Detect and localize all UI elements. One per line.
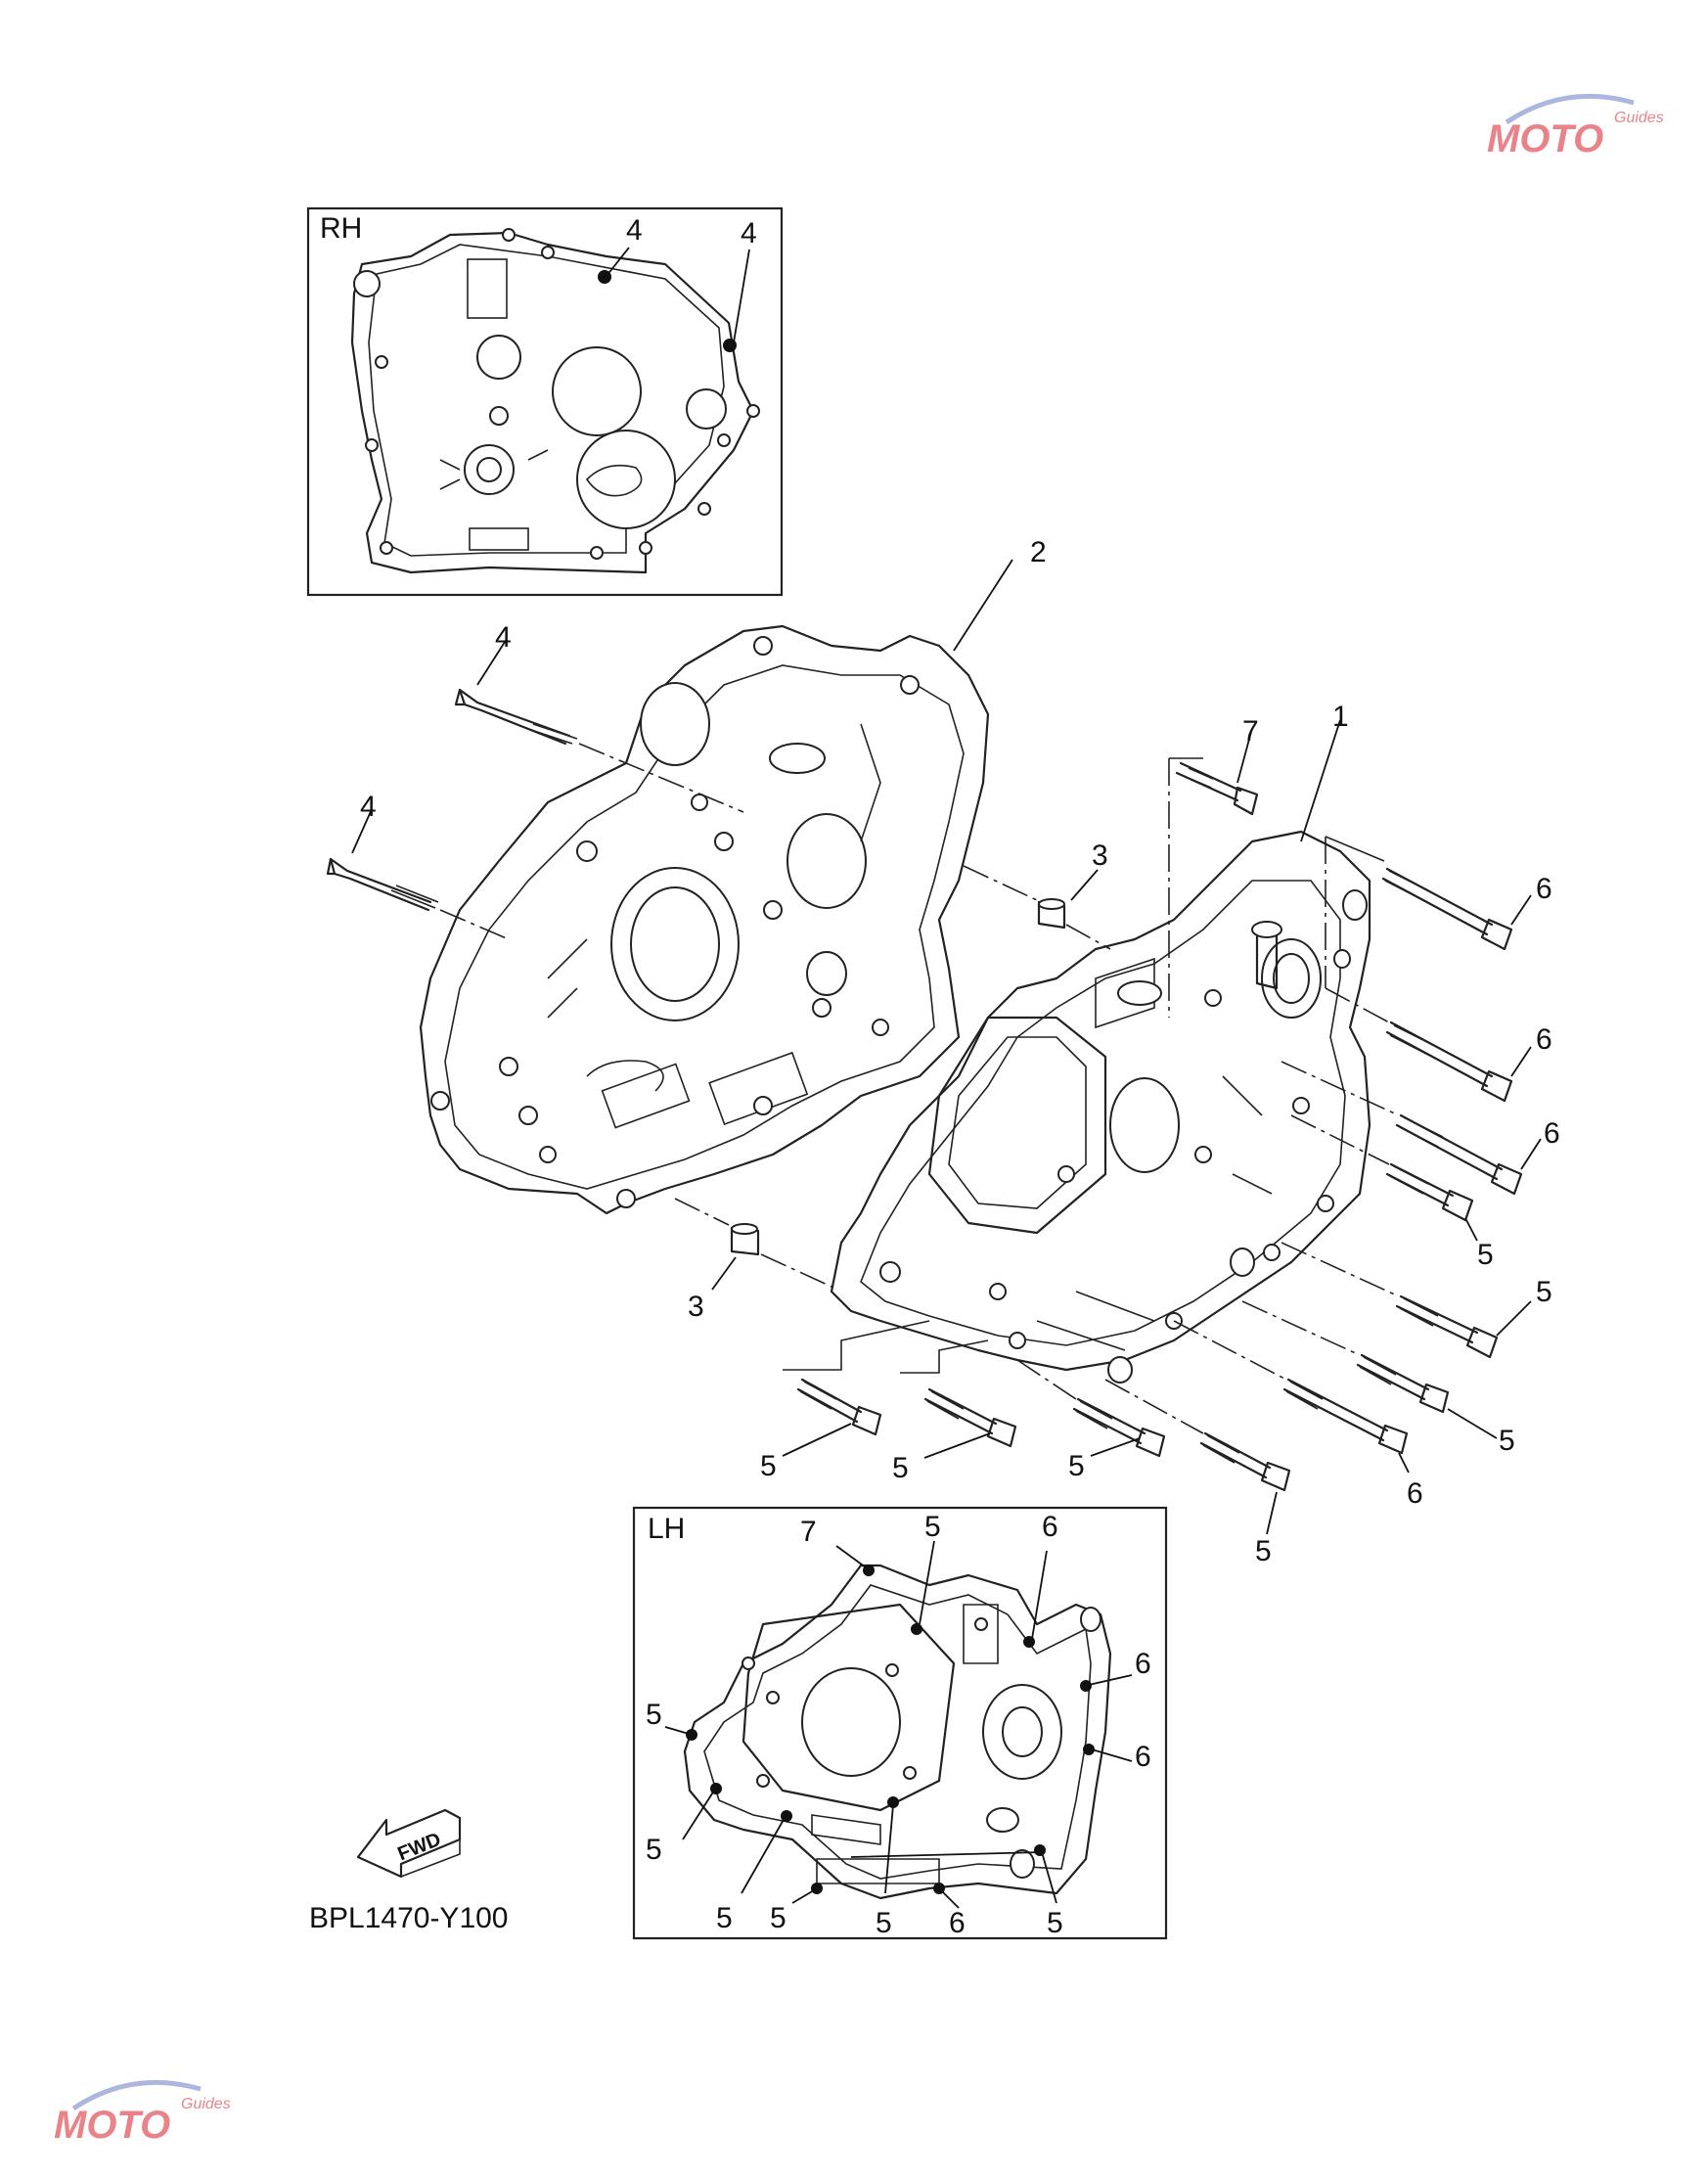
lh-callout-5-b3: 5 (876, 1907, 892, 1939)
callout-6-c: 6 (1544, 1117, 1560, 1150)
lh-callout-5-top: 5 (924, 1511, 941, 1543)
bolt-4-lower (326, 857, 510, 940)
bolt-5-lower-2 (900, 1339, 1017, 1448)
rh-inset: RH 4 4 (306, 206, 784, 597)
callout-6-a: 6 (1536, 873, 1552, 905)
lh-callout-5-b2: 5 (770, 1902, 787, 1934)
bolt-5-right-a (1290, 1114, 1474, 1222)
callout-5-lower-5: 5 (1499, 1425, 1515, 1457)
dowel-3-upper (963, 865, 1111, 950)
dowel-3-lower (674, 1198, 832, 1288)
rh-callout-4b: 4 (741, 217, 757, 250)
callout-6-lower: 6 (1407, 1477, 1423, 1510)
drawing-code: BPL1470-Y100 (309, 1902, 509, 1934)
callout-4-upper: 4 (495, 621, 512, 654)
lh-label: LH (648, 1513, 685, 1545)
rh-label: RH (320, 212, 362, 245)
lh-callout-6-mid: 6 (1135, 1648, 1151, 1680)
callout-5-lower-3: 5 (1068, 1450, 1085, 1482)
lh-callout-5-left-low: 5 (646, 1834, 662, 1866)
callout-3-lower: 3 (688, 1291, 704, 1323)
callout-2: 2 (1030, 536, 1047, 568)
watermark-sub-top: Guides (1614, 110, 1664, 126)
rh-callout-4a: 4 (626, 214, 643, 247)
bolt-5-lower-3 (1016, 1359, 1166, 1458)
callout-5-lower-2: 5 (892, 1452, 909, 1484)
lh-callout-6-bottom: 6 (949, 1907, 966, 1939)
lh-inset: LH (632, 1506, 1168, 1940)
lh-crankcase-outline (683, 1564, 1112, 1900)
lh-callout-7: 7 (800, 1516, 817, 1548)
watermark-logo-bottom: MOTO Guides (54, 2079, 231, 2147)
lh-callout-5-left: 5 (646, 1699, 662, 1731)
watermark-sub-bottom: Guides (181, 2096, 231, 2112)
callout-5-lower-1: 5 (760, 1450, 777, 1482)
bolt-5-right-b (1281, 1242, 1499, 1359)
crankcase-left-half (830, 830, 1371, 1384)
callout-5-lower-4: 5 (1255, 1535, 1272, 1567)
watermark-logo-top: MOTO Guides (1487, 93, 1664, 160)
bolt-4-upper (454, 688, 744, 813)
lh-callout-6-low: 6 (1135, 1741, 1151, 1773)
callout-1: 1 (1332, 701, 1349, 733)
lh-callout-6-top: 6 (1042, 1511, 1058, 1543)
bolt-5-lower-5 (1241, 1300, 1450, 1414)
bolt-6-c (1281, 1061, 1523, 1196)
bolt-7 (1168, 757, 1259, 1018)
bolt-5-lower-1 (783, 1320, 930, 1436)
callout-3-upper: 3 (1092, 839, 1108, 872)
watermark-text-top: MOTO (1487, 117, 1603, 160)
fwd-arrow: FWD (356, 1808, 462, 1879)
callout-5-right-b: 5 (1536, 1276, 1552, 1308)
rh-crankcase-outline (350, 228, 760, 574)
watermark-text-bottom: MOTO (54, 2104, 170, 2147)
lh-callout-5-b1: 5 (716, 1902, 733, 1934)
callout-4-lower: 4 (360, 791, 377, 823)
callout-6-b: 6 (1536, 1023, 1552, 1056)
crankcase-right-half (419, 624, 990, 1215)
bolt-5-lower-4 (1104, 1379, 1291, 1492)
bolt-6-a (1325, 836, 1513, 988)
callout-7: 7 (1242, 715, 1259, 748)
callout-5-right-a: 5 (1477, 1239, 1494, 1271)
bolt-6-b (1325, 987, 1513, 1103)
bolt-6-lower (1173, 1320, 1409, 1455)
lh-callout-5-right: 5 (1047, 1907, 1063, 1939)
